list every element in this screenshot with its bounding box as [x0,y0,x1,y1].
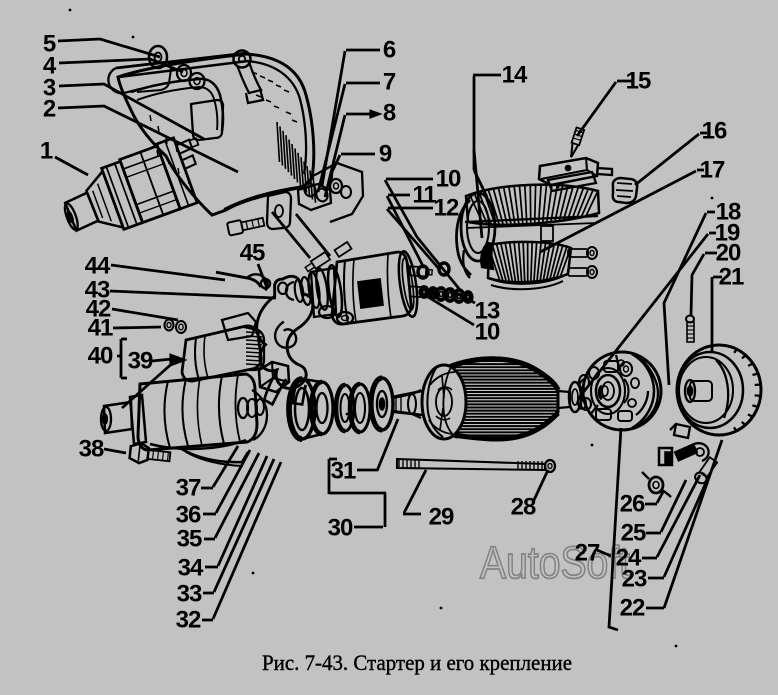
svg-text:40: 40 [88,343,113,370]
svg-text:11: 11 [412,182,436,209]
svg-text:AutoSoft: AutoSoft [480,537,630,588]
svg-text:29: 29 [429,504,454,531]
svg-text:38: 38 [79,436,104,463]
svg-text:31: 31 [331,458,356,485]
svg-text:14: 14 [502,62,528,89]
svg-text:17: 17 [700,157,725,184]
svg-text:9: 9 [379,141,392,168]
svg-text:45: 45 [240,240,265,267]
svg-text:39: 39 [128,348,153,375]
svg-text:33: 33 [177,581,202,608]
svg-text:6: 6 [383,37,396,64]
svg-text:28: 28 [511,494,536,521]
svg-text:44: 44 [85,253,111,280]
svg-text:32: 32 [176,607,201,634]
svg-text:24: 24 [616,545,642,572]
svg-text:43: 43 [85,277,110,304]
svg-text:42: 42 [86,296,111,323]
svg-text:35: 35 [177,526,202,553]
svg-text:12: 12 [434,195,459,222]
svg-text:15: 15 [626,68,651,95]
svg-text:8: 8 [383,100,396,127]
svg-text:23: 23 [622,566,647,593]
svg-text:10: 10 [436,166,461,193]
svg-text:Рис. 7-43. Стартер и его крепл: Рис. 7-43. Стартер и его крепление [262,650,572,675]
svg-text:34: 34 [178,555,204,582]
svg-text:21: 21 [719,264,744,291]
svg-text:18: 18 [716,199,741,226]
svg-text:20: 20 [716,240,741,267]
svg-text:5: 5 [43,31,56,58]
svg-text:26: 26 [620,491,645,518]
svg-text:36: 36 [176,502,201,529]
svg-text:7: 7 [383,69,396,96]
svg-text:41: 41 [88,315,113,342]
svg-text:2: 2 [43,96,56,123]
svg-text:4: 4 [43,53,57,80]
svg-text:30: 30 [328,515,353,542]
svg-text:25: 25 [621,520,646,547]
svg-text:27: 27 [575,540,600,567]
svg-text:37: 37 [176,475,201,502]
svg-text:3: 3 [43,75,56,102]
svg-text:13: 13 [475,298,500,325]
svg-text:22: 22 [620,595,645,622]
svg-text:10: 10 [475,319,500,346]
svg-text:1: 1 [40,138,53,165]
svg-text:19: 19 [715,220,740,247]
svg-text:16: 16 [702,118,727,145]
